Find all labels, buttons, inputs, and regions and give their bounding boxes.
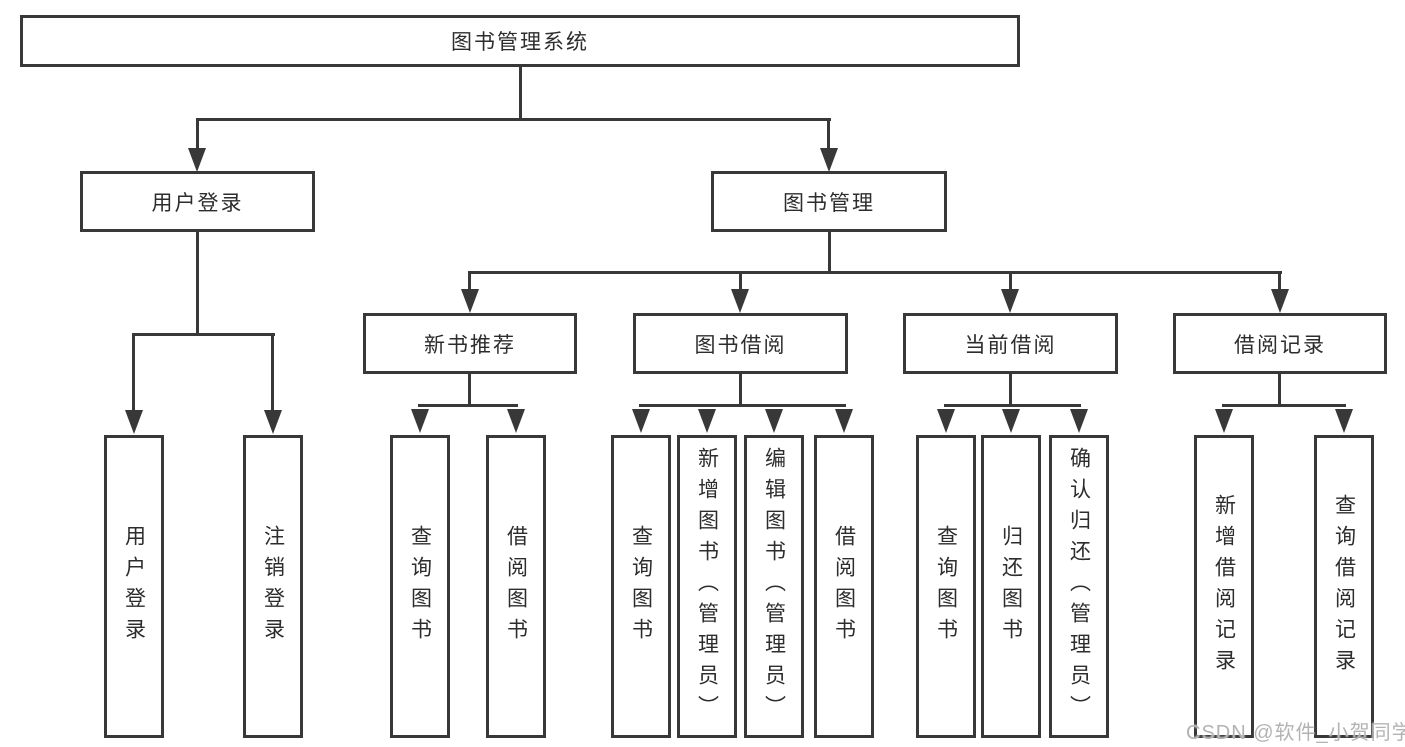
arrow-down-icon xyxy=(188,148,206,172)
leaf-label: 用户登录 xyxy=(122,524,146,649)
leaf-label: 编辑图书（管理员） xyxy=(762,447,786,726)
node-label: 借阅记录 xyxy=(1234,333,1326,357)
node-label: 当前借阅 xyxy=(964,333,1057,357)
connector-line xyxy=(271,333,274,411)
connector-line xyxy=(1278,271,1281,291)
leaf-add-books-admin: 新增图书（管理员） xyxy=(677,435,737,738)
connector-line xyxy=(1009,271,1012,291)
arrow-down-icon xyxy=(1215,409,1233,433)
node-current-borrowing: 当前借阅 xyxy=(903,313,1118,374)
leaf-label: 确认归还（管理员） xyxy=(1067,447,1091,726)
arrow-down-icon xyxy=(411,409,429,433)
arrow-down-icon xyxy=(698,409,716,433)
arrow-down-icon xyxy=(1335,409,1353,433)
connector-line xyxy=(828,232,831,274)
arrow-down-icon xyxy=(937,409,955,433)
leaf-label: 查询图书 xyxy=(934,524,958,649)
connector-line xyxy=(196,118,199,150)
node-borrowing-records: 借阅记录 xyxy=(1173,313,1387,374)
connector-line xyxy=(132,333,135,411)
leaf-label: 注销登录 xyxy=(261,524,285,649)
node-book-borrowing: 图书借阅 xyxy=(633,313,848,374)
arrow-down-icon xyxy=(1002,409,1020,433)
leaf-confirm-return-admin: 确认归还（管理员） xyxy=(1049,435,1109,738)
node-label: 用户登录 xyxy=(151,191,244,215)
leaf-label: 归还图书 xyxy=(999,524,1023,649)
connector-line xyxy=(196,118,831,121)
arrow-down-icon xyxy=(1271,289,1289,313)
connector-line xyxy=(468,271,471,291)
connector-line xyxy=(1278,374,1281,407)
connector-line xyxy=(739,374,742,407)
connector-line xyxy=(519,67,522,120)
connector-line xyxy=(739,271,742,291)
leaf-label: 借阅图书 xyxy=(832,524,856,649)
csdn-watermark: CSDN @软件_小贺同学 xyxy=(1186,722,1405,744)
leaf-query-borrow-record: 查询借阅记录 xyxy=(1314,435,1374,738)
connector-line xyxy=(468,374,471,407)
leaf-borrow-books: 借阅图书 xyxy=(814,435,874,738)
leaf-label: 查询图书 xyxy=(629,524,653,649)
arrow-down-icon xyxy=(125,410,143,434)
connector-line xyxy=(1009,374,1012,407)
node-label: 图书借阅 xyxy=(694,333,787,357)
connector-line xyxy=(468,271,1282,274)
node-library-management-system: 图书管理系统 xyxy=(20,15,1020,67)
leaf-return-books: 归还图书 xyxy=(981,435,1041,738)
connector-line xyxy=(418,404,518,407)
arrow-down-icon xyxy=(835,409,853,433)
connector-line xyxy=(944,404,1081,407)
arrow-down-icon xyxy=(461,289,479,313)
arrow-down-icon xyxy=(765,409,783,433)
leaf-query-books-current: 查询图书 xyxy=(916,435,976,738)
connector-line xyxy=(196,232,199,336)
arrow-down-icon xyxy=(507,409,525,433)
arrow-down-icon xyxy=(1070,409,1088,433)
connector-line xyxy=(132,333,275,336)
node-new-book-recommendation: 新书推荐 xyxy=(363,313,577,374)
leaf-label: 新增图书（管理员） xyxy=(695,447,719,726)
leaf-add-borrow-record: 新增借阅记录 xyxy=(1194,435,1254,738)
leaf-label: 查询图书 xyxy=(408,524,432,649)
node-book-management: 图书管理 xyxy=(711,171,947,232)
arrow-down-icon xyxy=(731,289,749,313)
leaf-label: 借阅图书 xyxy=(504,524,528,649)
arrow-down-icon xyxy=(1001,289,1019,313)
node-user-login: 用户登录 xyxy=(80,171,315,232)
leaf-borrow-books-recommend: 借阅图书 xyxy=(486,435,546,738)
arrow-down-icon xyxy=(820,148,838,172)
node-label: 图书管理系统 xyxy=(451,31,589,54)
arrow-down-icon xyxy=(264,410,282,434)
leaf-user-login: 用户登录 xyxy=(104,435,164,738)
leaf-logout-login: 注销登录 xyxy=(243,435,303,738)
leaf-query-books-borrow: 查询图书 xyxy=(611,435,671,738)
arrow-down-icon xyxy=(632,409,650,433)
leaf-label: 查询借阅记录 xyxy=(1332,493,1356,680)
connector-line xyxy=(639,404,846,407)
node-label: 新书推荐 xyxy=(424,333,516,357)
leaf-query-books-recommend: 查询图书 xyxy=(390,435,450,738)
connector-line xyxy=(827,118,830,150)
node-label: 图书管理 xyxy=(783,191,875,215)
connector-line xyxy=(1222,404,1346,407)
leaf-edit-books-admin: 编辑图书（管理员） xyxy=(744,435,804,738)
leaf-label: 新增借阅记录 xyxy=(1212,493,1236,680)
